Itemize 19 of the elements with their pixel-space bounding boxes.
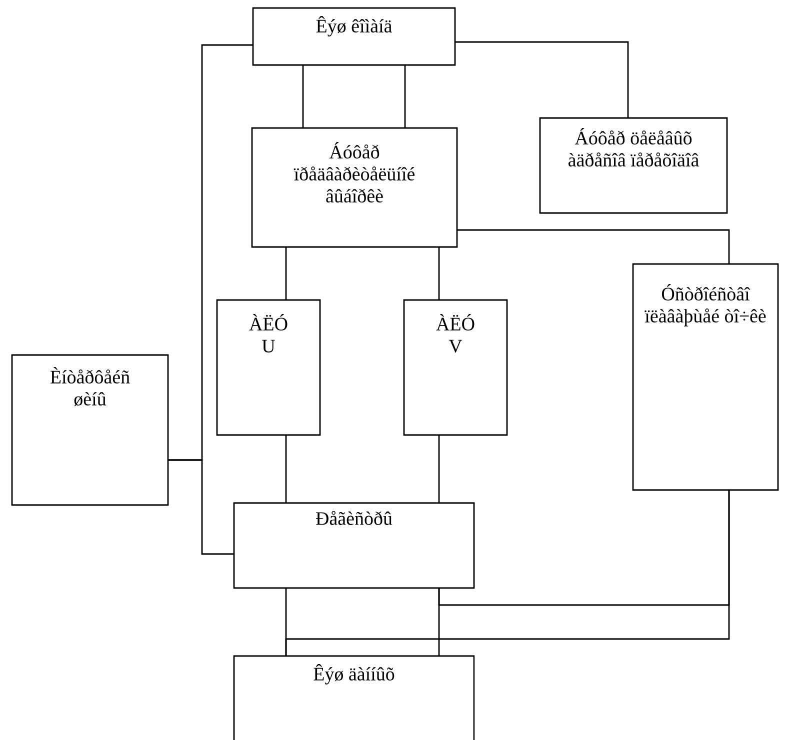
connector-line — [455, 41, 629, 118]
cache-box: Êýø êîìàíä — [252, 7, 456, 66]
buffer-box: Áóôåð öåëåâûõ àäðåñîâ ïåðåõîäîâ — [539, 117, 728, 214]
connector-line — [404, 65, 406, 128]
connector-line — [438, 435, 440, 503]
connector-line — [438, 247, 440, 300]
connector-line — [285, 435, 287, 503]
alu-box: ÀËÓ V — [403, 299, 508, 436]
connector-line — [168, 459, 234, 555]
alu-box: ÀËÓ U — [216, 299, 321, 436]
register-box: Ðåãèñòðû — [233, 502, 475, 589]
connector-line — [285, 247, 287, 300]
connector-line — [302, 65, 304, 128]
fpu-box: Óñòðîéñòâî ïëàâàþùåé òî÷êè — [632, 263, 779, 491]
connector-line — [457, 229, 730, 264]
buffer-box: Áóôåð ïðåäâàðèòåëüíîé âûáîðêè — [251, 127, 458, 248]
connector-line — [285, 490, 730, 656]
interface-box: Èíòåðôåéñ øèíû — [11, 354, 169, 506]
cache-box: Êýø äàííûõ — [233, 655, 475, 740]
